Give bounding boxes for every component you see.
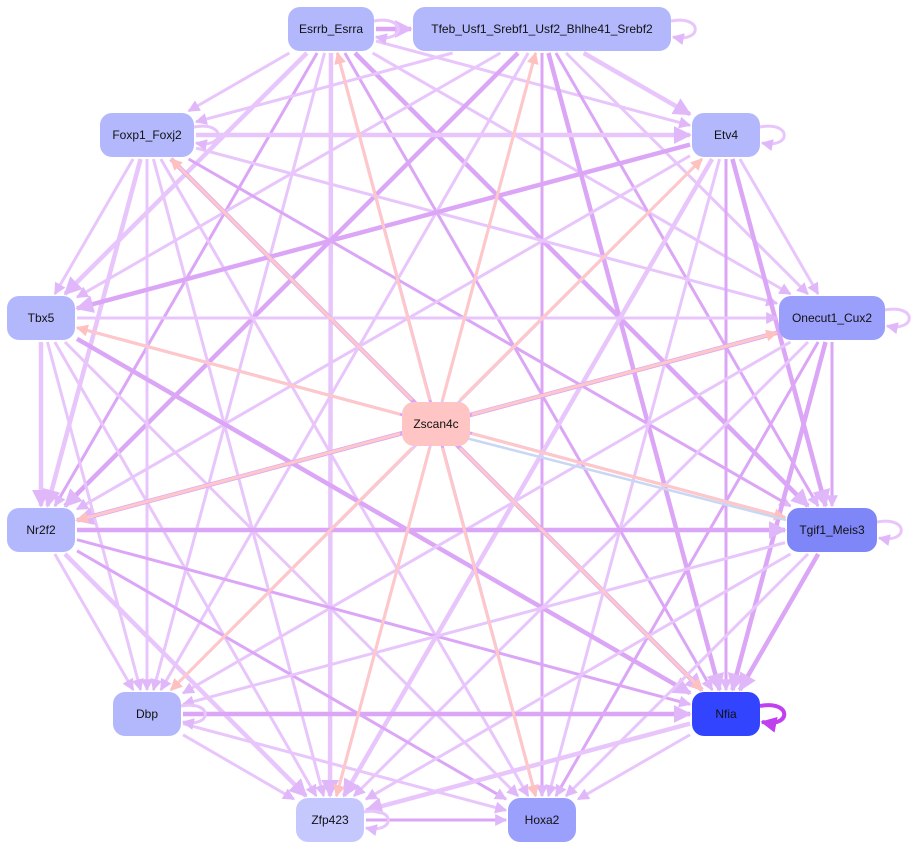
node-box[interactable] [413,7,671,51]
self-loop-foxp1 [193,124,220,151]
edge-esrrb-foxp1 [187,51,291,113]
edge-zscan4c-nfia [458,446,704,692]
node-box[interactable] [7,296,75,340]
edge-esrrb-nfia [343,52,714,692]
node-nr2f2[interactable]: Nr2f2 [7,508,75,552]
nodes-layer: Esrrb_Esrra Tfeb_Usf1_Srebf1_Usf2_Bhlhe41… [7,7,885,842]
edge-foxp1-onecut1 [195,146,779,307]
edge-esrrb-etv4 [375,39,692,129]
edge-foxp1-tbx5 [53,158,135,296]
node-label: Etv4 [714,128,738,142]
edge-zscan4c-dbp [169,446,414,692]
edge-nr2f2-dbp [53,553,135,692]
edge-zscan4c-tbx5 [75,324,401,416]
edge-zscan4c-zfp423 [333,447,432,798]
edge-zscan4c-nr2f2 [75,432,401,524]
node-box[interactable] [7,508,75,552]
edge-onecut1-dbp [181,340,792,695]
node-foxp1[interactable]: Foxp1_Foxj2 [100,113,194,157]
self-loop-dbp [180,703,207,730]
node-label: Tfeb_Usf1_Srebf1_Usf2_Bhlhe41_Srebf2 [431,22,653,36]
self-loop-esrrb [373,18,400,45]
node-tbx5[interactable]: Tbx5 [7,296,75,340]
edge-etv4-nr2f2 [75,154,691,511]
node-label: Onecut1_Cux2 [792,311,872,325]
edge-zscan4c-tgif1 [471,432,787,521]
edge-etv4-zfp423 [341,157,715,798]
node-tgif1[interactable]: Tgif1_Meis3 [787,508,877,552]
node-label: Esrrb_Esrra [299,22,363,36]
edge-esrrb-zfp423 [321,52,340,798]
edge-zscan4c-onecut1 [471,329,779,416]
node-box[interactable] [779,296,885,340]
edge-tgif1-nfia [737,552,821,692]
edges-layer [32,18,911,836]
node-box[interactable] [692,113,760,157]
node-box[interactable] [508,798,576,842]
node-label: Nr2f2 [26,523,56,537]
node-box[interactable] [288,7,374,51]
node-label: Dbp [136,707,158,721]
edge-zscan4c-esrrb [334,51,432,401]
node-label: Zscan4c [413,417,458,431]
node-zfp423[interactable]: Zfp423 [296,798,364,842]
edge-tfeb-foxp1 [194,51,453,125]
edge-tfeb-dbp [159,52,530,692]
edge-dbp-zfp423 [182,733,296,801]
edge-tfeb-tbx5 [75,51,502,299]
self-loop-nfia [759,703,787,733]
node-label: Hoxa2 [525,813,560,827]
edge-zscan4c-hoxa2 [440,447,539,798]
self-loop-etv4 [759,124,786,151]
edge-tbx5-nfia [75,336,692,696]
edge-etv4-tgif1 [730,158,831,508]
node-box[interactable] [100,113,194,157]
self-loop-tfeb [670,18,697,45]
edge-tgif1-dbp [181,541,786,708]
node-label: Zfp423 [311,813,349,827]
node-tfeb[interactable]: Tfeb_Usf1_Srebf1_Usf2_Bhlhe41_Srebf2 [413,7,671,51]
node-box[interactable] [296,798,364,842]
node-label: Tbx5 [28,311,55,325]
self-loop-tgif1 [876,519,903,546]
node-label: Foxp1_Foxj2 [112,128,182,142]
node-zscan4c[interactable]: Zscan4c [402,402,470,446]
node-label: Nfia [715,707,737,721]
edge-foxp1-tgif1 [187,157,792,508]
node-dbp[interactable]: Dbp [113,692,181,736]
node-box[interactable] [692,692,760,736]
edge-tgif1-zfp423 [364,552,792,801]
edge-zscan4c-tfeb [440,51,539,401]
node-label: Tgif1_Meis3 [799,523,865,537]
edge-zscan4c-foxp1 [169,157,414,402]
node-box[interactable] [113,692,181,736]
edge-foxp1-hoxa2 [159,158,530,798]
node-onecut1[interactable]: Onecut1_Cux2 [779,296,885,340]
node-esrrb[interactable]: Esrrb_Esrra [288,7,374,51]
edge-etv4-onecut1 [738,158,820,296]
edge-nfia-hoxa2 [576,733,691,801]
self-loop-zfp423 [363,809,390,836]
edge-tfeb-etv4 [582,51,692,117]
edge-tgif1-zscan4c [457,434,787,522]
node-box[interactable] [787,508,877,552]
node-hoxa2[interactable]: Hoxa2 [508,798,576,842]
node-etv4[interactable]: Etv4 [692,113,760,157]
node-nfia[interactable]: Nfia [692,692,760,736]
edge-zscan4c-etv4 [459,157,703,402]
self-loop-onecut1 [884,307,911,334]
node-box[interactable] [402,402,470,446]
